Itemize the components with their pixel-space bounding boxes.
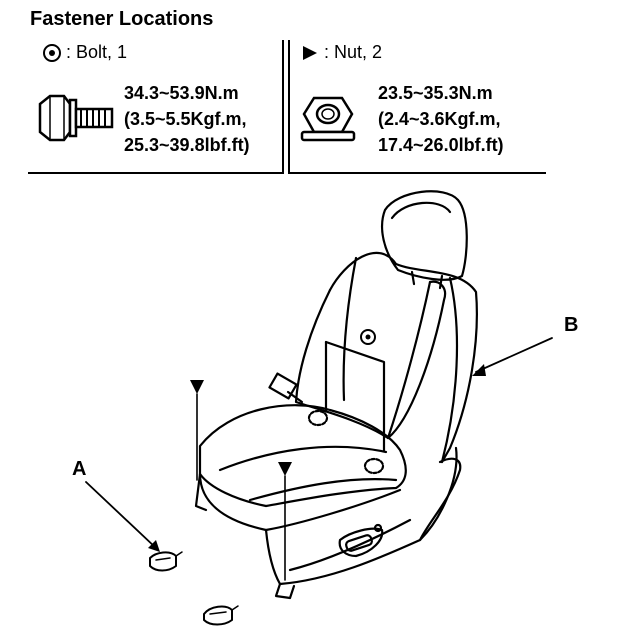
recliner-side <box>418 457 462 542</box>
seat-switch-panel <box>338 527 384 558</box>
bolt-symbol-marker <box>360 329 376 345</box>
triangle-right-icon <box>303 45 317 60</box>
seat-cushion-front <box>198 472 402 532</box>
nut-icon <box>300 96 356 142</box>
nut-torque-lbf: 17.4~26.0lbf.ft) <box>378 135 504 155</box>
seat-cushion-seam <box>218 445 388 472</box>
page-title: Fastener Locations <box>30 8 214 30</box>
seat-cushion-side <box>264 446 458 586</box>
bolt-torque-spec: 34.3~53.9N.m (3.5~5.5Kgf.m, 25.3~39.8lbf… <box>124 80 250 158</box>
clip-part-b <box>203 605 233 626</box>
bolt-torque-lbf: 25.3~39.8lbf.ft) <box>124 135 250 155</box>
nut-spec-panel: : Nut, 2 23.5~35.3N.m (2.4~3.6Kgf.m, 17.… <box>288 40 546 174</box>
nut-torque-kgf: (2.4~3.6Kgf.m, <box>378 109 501 129</box>
seat-back-side-panel <box>440 276 459 464</box>
bolt-leader <box>324 340 386 452</box>
callout-b-leader <box>475 337 553 373</box>
seat-rail-left <box>194 472 208 512</box>
seat-cushion-top <box>198 404 407 508</box>
bolt-location-1 <box>307 409 329 427</box>
bolt-legend: : Bolt, 1 <box>42 42 127 63</box>
seat-cushion-seam-2 <box>248 478 398 502</box>
bolt-legend-label: : Bolt, 1 <box>66 42 128 62</box>
seat-rail-front <box>274 582 296 600</box>
circle-dot-icon <box>43 43 61 62</box>
callout-a-leader <box>85 481 157 549</box>
headrest <box>381 190 468 281</box>
seat-switch <box>345 534 373 552</box>
callout-b: B <box>564 314 579 336</box>
seat-back-outer <box>328 251 478 464</box>
bolt-icon <box>38 94 114 142</box>
headrest-inner <box>390 201 452 220</box>
bolt-location-2 <box>363 457 385 475</box>
nut-symbol-marker-1 <box>190 380 204 394</box>
nut-torque-nm: 23.5~35.3N.m <box>378 83 493 103</box>
nut-legend-label: : Nut, 2 <box>324 42 383 62</box>
belt-buckle <box>268 372 298 400</box>
seat-back-seam <box>342 256 358 402</box>
seat-back-front <box>294 288 390 440</box>
headrest-post <box>410 270 416 286</box>
bolt-spec-panel: : Bolt, 1 34.3~53.9N.m (3.5~5.5Kgf.m, 25… <box>28 40 284 174</box>
nut-legend: : Nut, 2 <box>300 42 382 63</box>
callout-a: A <box>72 458 87 480</box>
seat-back-seam-2 <box>386 280 432 440</box>
nut-symbol-marker-2 <box>278 462 292 476</box>
bolt-torque-nm: 34.3~53.9N.m <box>124 83 239 103</box>
seat-back-side <box>386 280 447 440</box>
headrest-post <box>438 274 444 290</box>
clip-part-a <box>149 551 177 572</box>
bolt-torque-kgf: (3.5~5.5Kgf.m, <box>124 109 247 129</box>
nut-torque-spec: 23.5~35.3N.m (2.4~3.6Kgf.m, 17.4~26.0lbf… <box>378 80 504 158</box>
seat-side-panel <box>288 518 412 572</box>
